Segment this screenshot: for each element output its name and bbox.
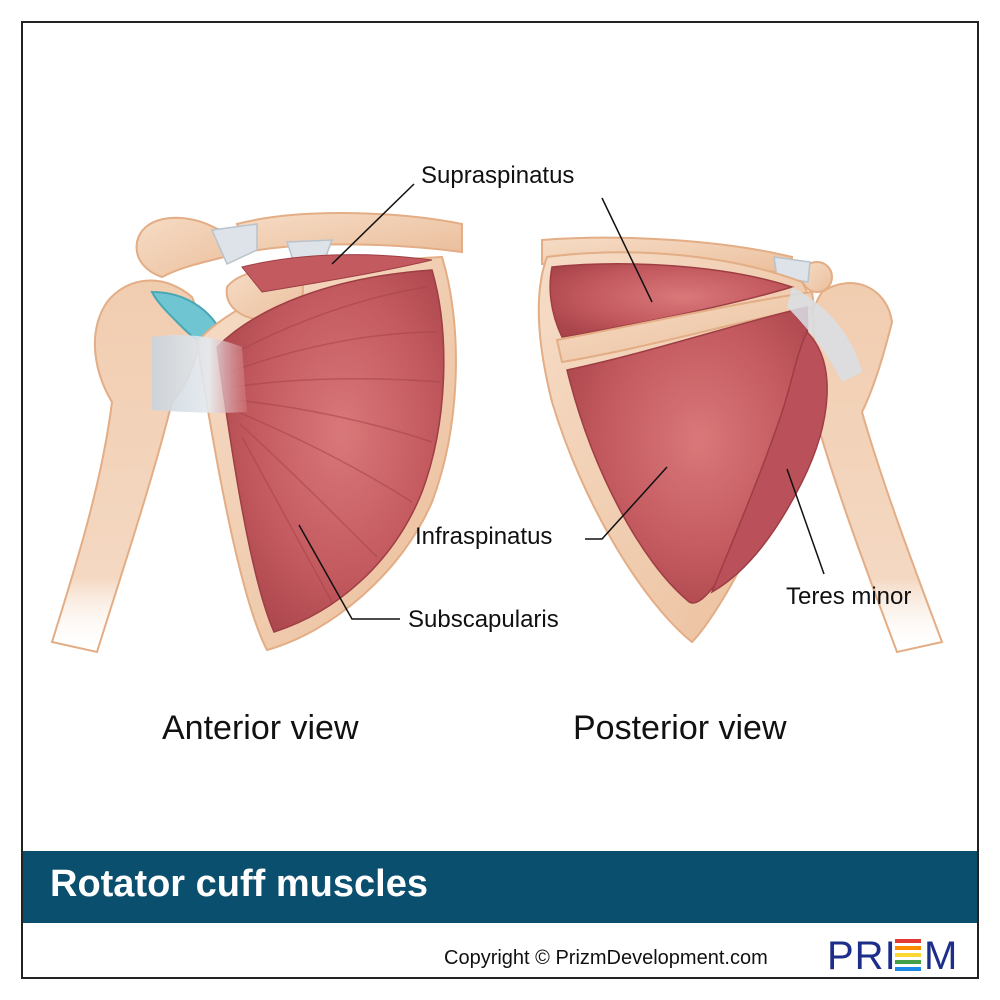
leader-lines <box>298 183 825 620</box>
teres-minor-leader <box>786 468 825 575</box>
prizm-logo: PRI M <box>827 934 957 975</box>
label-anterior-view: Anterior view <box>162 709 359 747</box>
banner-title: Rotator cuff muscles <box>50 863 428 905</box>
label-posterior-view: Posterior view <box>573 709 787 747</box>
supraspinatus-muscle <box>549 263 795 338</box>
subscapularis-tendon <box>152 335 247 413</box>
posterior-tendon <box>787 287 862 382</box>
subscapularis-fibers <box>226 286 441 603</box>
subscapularis-muscle <box>216 269 445 633</box>
teres-minor-muscle <box>710 330 828 594</box>
diagram-frame: Supraspinatus Infraspinatus Subscapulari… <box>21 21 979 979</box>
copyright-text: Copyright © PrizmDevelopment.com <box>444 947 768 969</box>
title-banner: Rotator cuff muscles <box>23 851 977 923</box>
label-teres-minor: Teres minor <box>786 583 912 610</box>
svg-text:PRI: PRI <box>827 934 897 975</box>
anterior-shoulder-illustration <box>50 212 463 654</box>
svg-text:M: M <box>924 934 957 975</box>
label-infraspinatus: Infraspinatus <box>415 523 553 550</box>
subscapularis-leader <box>298 524 400 620</box>
supraspinatus-leader-posterior <box>601 197 653 303</box>
posterior-shoulder-illustration <box>537 236 944 654</box>
supraspinatus-leader-anterior <box>331 183 415 265</box>
label-subscapularis: Subscapularis <box>408 606 559 633</box>
anterior-supraspinatus <box>241 254 433 293</box>
illustration <box>50 183 944 654</box>
label-supraspinatus: Supraspinatus <box>421 162 575 189</box>
infraspinatus-leader <box>585 466 668 540</box>
anterior-ligament <box>210 223 258 266</box>
prizm-logo-z <box>895 939 921 971</box>
